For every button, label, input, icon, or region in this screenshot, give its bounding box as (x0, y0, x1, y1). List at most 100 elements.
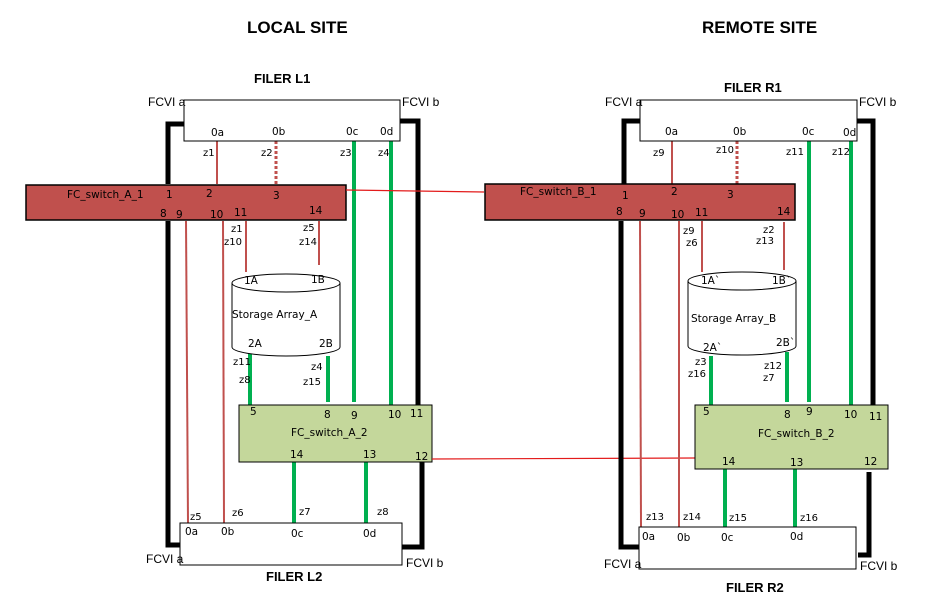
filer-r2-port-0b: 0b (677, 532, 691, 544)
switch-port: 14 (309, 205, 323, 217)
storage-array-a-label: Storage Array_A (232, 309, 318, 321)
fcvi-link-switch-l2b (402, 462, 425, 550)
storage-port: 2A` (703, 342, 722, 354)
zone-label: z4 (378, 148, 390, 159)
storage-port: 2B` (776, 337, 795, 349)
fc-switch-b-2[interactable] (694, 404, 889, 470)
filer-l1-port-0a: 0a (211, 127, 224, 139)
fc-switch-b-1[interactable] (484, 183, 796, 221)
zone-label: z14 (299, 237, 317, 248)
fcvi-link-l1a-switch (165, 121, 184, 184)
remote-site: FILER R1 FCVI a FCVI b 0a 0b 0c 0d z9 z1… (484, 80, 898, 595)
storage-port: 1A` (701, 275, 720, 287)
switch-port: 14 (290, 449, 304, 461)
filer-r2[interactable] (638, 526, 857, 570)
zone-label: z12 (764, 361, 782, 372)
filer-r1-port-0b: 0b (733, 126, 747, 138)
fc-switch-a-1-label: FC_switch_A_1 (67, 189, 144, 201)
switch-port: 1 (166, 189, 173, 201)
switch-port: 14 (777, 206, 791, 218)
storage-array-a[interactable] (231, 273, 341, 357)
zone-label: z3 (695, 357, 707, 368)
switch-port: 11 (869, 411, 882, 423)
switch-port: 9 (351, 410, 358, 422)
switch-port: 14 (722, 456, 736, 468)
zone-label: z1 (231, 224, 243, 235)
zone-label: z6 (686, 238, 698, 249)
zone-label: z2 (763, 225, 775, 236)
isl-link-a1-b1 (345, 189, 485, 193)
zone-label: z2 (261, 148, 273, 159)
zone-label: z9 (653, 148, 665, 159)
isl-link-a2-b2 (431, 457, 696, 460)
filer-r2-port-0c: 0c (721, 532, 734, 544)
remote-site-title: REMOTE SITE (702, 18, 817, 37)
local-site: FILER L1 FCVI a FCVI b 0a 0b 0c 0d z1 z2… (25, 71, 444, 584)
zone-label: z10 (716, 145, 734, 156)
fcvi-link-r1a-switch (621, 118, 640, 184)
switch-port: 2 (206, 188, 213, 200)
zone-label: z15 (729, 513, 747, 524)
fc-switch-a-1[interactable] (25, 184, 347, 221)
zone-label: z7 (763, 373, 775, 384)
filer-l1-title: FILER L1 (254, 71, 310, 86)
fc-switch-a-2[interactable] (238, 404, 433, 463)
filer-l2-fcvi-b: FCVI b (406, 556, 444, 570)
filer-l1-fcvi-b: FCVI b (402, 95, 440, 109)
zone-label: z16 (800, 513, 818, 524)
zone-label: z12 (832, 147, 850, 158)
filer-l2-port-0c: 0c (291, 528, 304, 540)
zone-label: z9 (683, 226, 695, 237)
filer-r1-port-0a: 0a (665, 126, 678, 138)
filer-l2-fcvi-a: FCVI a (146, 552, 184, 566)
filer-l2-port-0a: 0a (185, 526, 198, 538)
switch-port: 12 (415, 451, 428, 463)
zone-label: z10 (224, 237, 242, 248)
switch-port: 3 (273, 190, 280, 202)
filer-r1-fcvi-a: FCVI a (605, 95, 643, 109)
zone-label: z8 (377, 507, 389, 518)
filer-l2-title: FILER L2 (266, 569, 322, 584)
filer-l2-port-0d: 0d (363, 528, 376, 540)
switch-port: 10 (844, 409, 857, 421)
filer-r1-port-0c: 0c (802, 126, 815, 138)
switch-port: 5 (250, 406, 257, 418)
link-b1-9-r2-0a (639, 220, 642, 528)
filer-l1-port-0d: 0d (380, 126, 393, 138)
filer-l2[interactable] (179, 522, 403, 566)
zone-label: z4 (311, 362, 323, 373)
filer-l1-port-0b: 0b (272, 126, 286, 138)
switch-port: 11 (234, 207, 247, 219)
filer-l2-port-0b: 0b (221, 526, 235, 538)
storage-array-b[interactable] (687, 271, 797, 356)
filer-r1-fcvi-b: FCVI b (859, 95, 897, 109)
switch-port: 8 (784, 409, 791, 421)
zone-label: z3 (340, 148, 352, 159)
filer-l1-port-0c: 0c (346, 126, 359, 138)
switch-port: 1 (622, 190, 629, 202)
fc-switch-a-2-label: FC_switch_A_2 (291, 427, 368, 439)
switch-port: 8 (324, 409, 331, 421)
zone-label: z13 (756, 236, 774, 247)
storage-port: 2A (248, 338, 263, 350)
filer-r1[interactable] (639, 99, 858, 142)
filer-l1[interactable] (183, 99, 401, 142)
filer-r2-fcvi-a: FCVI a (604, 557, 642, 571)
fcvi-link-switch-l2a (165, 221, 180, 548)
storage-port: 1A (244, 275, 259, 287)
fcvi-link-switch-r2b (858, 472, 872, 558)
switch-port: 2 (671, 186, 678, 198)
zone-label: z5 (303, 223, 315, 234)
zone-label: z16 (688, 369, 706, 380)
switch-port: 11 (695, 207, 708, 219)
local-site-title: LOCAL SITE (247, 18, 348, 37)
switch-port: 10 (671, 209, 684, 221)
zone-label: z11 (786, 147, 804, 158)
fcvi-link-l1b-switch (400, 118, 421, 405)
switch-port: 9 (176, 209, 183, 221)
fcvi-link-r1b-switch (857, 118, 876, 405)
switch-port: 13 (790, 457, 803, 469)
storage-port: 1B` (772, 275, 791, 287)
switch-port: 3 (727, 189, 734, 201)
